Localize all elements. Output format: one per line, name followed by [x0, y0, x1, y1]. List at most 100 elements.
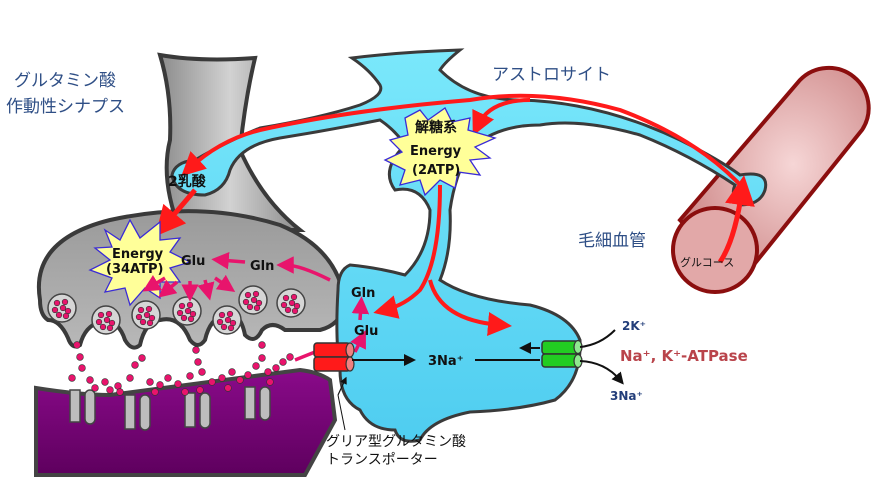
- glutamate-dot: [252, 290, 260, 298]
- glutamate-dot: [192, 346, 200, 354]
- glutamate-dot: [103, 316, 111, 324]
- glutamate-dot: [196, 386, 204, 394]
- glutamate-dot: [135, 313, 143, 321]
- glutamate-dot: [95, 318, 103, 326]
- glutamate-dot: [272, 364, 280, 372]
- glutamate-dot: [106, 324, 114, 332]
- glutamate-dot: [91, 384, 99, 392]
- glutamate-dot: [288, 299, 296, 307]
- glutamate-dot: [279, 358, 287, 366]
- glutamate-dot: [220, 323, 228, 331]
- glutamate-dot: [99, 323, 107, 331]
- glutamate-dot: [138, 354, 146, 362]
- glutamate-dot: [187, 315, 195, 323]
- glutamate-dot: [291, 307, 299, 315]
- na-k-atpase-pump: [541, 339, 583, 369]
- glutamate-dot: [145, 305, 153, 313]
- glutamate-dot: [246, 303, 254, 311]
- glutamate-dot: [208, 378, 216, 386]
- glutamate-dot: [151, 388, 159, 396]
- neuron-energy-label: Energy: [112, 247, 164, 262]
- glutamate-dot: [68, 374, 76, 382]
- glutamate-dot: [258, 341, 266, 349]
- glutamate-dot: [194, 358, 202, 366]
- glutamate-dot: [227, 324, 235, 332]
- lactate-glucose-arrows: [155, 93, 755, 336]
- glutamate-dot: [186, 301, 194, 309]
- glutamate-dot: [236, 376, 244, 384]
- glutamate-dot: [139, 318, 147, 326]
- glutamate-dot: [174, 380, 182, 388]
- glutamate-dot: [290, 293, 298, 301]
- glutamate-particles: [68, 341, 294, 396]
- glutamate-dot: [55, 311, 63, 319]
- glutamate-dot: [180, 314, 188, 322]
- glutamate-dot: [59, 304, 67, 312]
- astrocyte-label: アストロサイト: [492, 65, 611, 85]
- glutamate-dot: [137, 306, 145, 314]
- glutamate-dot: [62, 312, 70, 320]
- glutamate-dot: [253, 304, 261, 312]
- glutamate-transporter: [313, 342, 355, 372]
- glutamate-dot: [105, 310, 113, 318]
- glycolysis-label: 解糖系: [415, 119, 457, 136]
- glutamate-dot: [286, 353, 294, 361]
- neuron-gln-label: Gln: [250, 259, 274, 274]
- glutamate-dot: [176, 309, 184, 317]
- glutamate-dot: [143, 311, 151, 319]
- capillary-label: 毛細血管: [578, 231, 646, 251]
- glutamate-dot: [224, 316, 232, 324]
- transporter-label-line1: グリア型グルタミン酸: [326, 434, 466, 450]
- glutamate-dot: [258, 354, 266, 362]
- glutamate-dot: [116, 388, 124, 396]
- glutamate-dot: [198, 368, 206, 376]
- glutamate-dot: [86, 376, 94, 384]
- glutamate-dot: [284, 306, 292, 314]
- glutamate-dot: [184, 307, 192, 315]
- astro-energy-label: Energy: [410, 144, 462, 159]
- astro-atp-label: (2ATP): [412, 163, 460, 178]
- vesicles: [47, 285, 306, 335]
- glutamate-dot: [146, 378, 154, 386]
- na-out-label: 3Na⁺: [610, 389, 643, 403]
- ion-flow-arrows: [337, 329, 624, 431]
- lactate-label: 2乳酸: [168, 173, 207, 190]
- astro-gln-label: Gln: [351, 286, 375, 301]
- glutamate-dot: [282, 294, 290, 302]
- transporter-label-line2: トランスポーター: [326, 452, 438, 468]
- glutamate-dot: [244, 291, 252, 299]
- glutamate-dot: [264, 368, 272, 376]
- glutamate-dot: [226, 310, 234, 318]
- pump-name-label: Na⁺, K⁺-ATPase: [620, 347, 748, 365]
- glutamate-dot: [106, 386, 114, 394]
- glucose-label: グルコース: [680, 255, 734, 269]
- glutamine-cycle-arrows: [142, 251, 370, 362]
- glutamate-dot: [218, 311, 226, 319]
- glutamate-dot: [146, 319, 154, 327]
- glutamate-dot: [224, 384, 232, 392]
- glutamate-dot: [164, 374, 172, 382]
- glutamate-dot: [178, 302, 186, 310]
- receptors: [69, 386, 271, 431]
- glutamate-dot: [53, 299, 61, 307]
- glutamate-dot: [280, 301, 288, 309]
- glutamate-dot: [78, 364, 86, 372]
- glutamate-dot: [181, 388, 189, 396]
- glutamate-dot: [218, 374, 226, 382]
- synapse-title-line2: 作動性シナプス: [6, 97, 125, 117]
- glutamate-dot: [131, 361, 139, 369]
- glutamate-dot: [126, 374, 134, 382]
- astro-glu-label: Glu: [354, 324, 378, 339]
- glutamate-dot: [186, 372, 194, 380]
- glutamate-dot: [61, 298, 69, 306]
- glutamate-dot: [266, 378, 274, 386]
- glutamate-dot: [244, 371, 252, 379]
- na-in-label: 3Na⁺: [428, 354, 464, 369]
- glutamate-dot: [156, 381, 164, 389]
- glutamate-dot: [101, 378, 109, 386]
- neuron-atp-label: (34ATP): [106, 262, 163, 277]
- glutamate-dot: [216, 318, 224, 326]
- glutamate-dot: [250, 296, 258, 304]
- glutamate-dot: [51, 306, 59, 314]
